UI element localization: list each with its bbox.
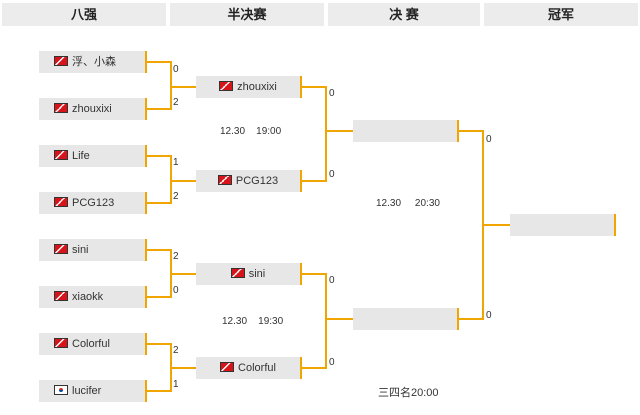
bracket-line: [302, 273, 327, 275]
player-name: sini: [248, 268, 266, 280]
qf-slot-5[interactable]: sini: [39, 239, 147, 261]
player-name: sini: [72, 244, 89, 256]
qf-slot-6[interactable]: xiaokk: [39, 286, 147, 308]
china-flag-icon: [230, 268, 245, 279]
header-champion: 冠军: [484, 3, 638, 26]
player-name: PCG123: [235, 175, 279, 187]
bracket-line: [170, 367, 196, 369]
sf-score: 0: [329, 169, 335, 180]
bracket-line: [147, 249, 172, 251]
qf-score: 0: [173, 285, 179, 296]
qf-score: 2: [173, 345, 179, 356]
china-flag-icon: [217, 175, 232, 186]
qf-score: 2: [173, 97, 179, 108]
third-place-time: 三四名20:00: [378, 387, 439, 399]
champion-slot[interactable]: [510, 214, 616, 236]
bracket-line: [147, 202, 172, 204]
bracket-line: [147, 343, 172, 345]
sf-score: 0: [329, 275, 335, 286]
china-flag-icon: [54, 150, 68, 161]
final-time: 12.30 20:30: [376, 198, 440, 209]
bracket-line: [170, 155, 172, 204]
sf-slot-2[interactable]: PCG123: [196, 170, 302, 192]
final-score: 0: [486, 134, 492, 145]
bracket-line: [325, 130, 353, 132]
bracket-line: [170, 273, 196, 275]
qf-slot-7[interactable]: Colorful: [39, 333, 147, 355]
semifinal-time-top: 12.30 19:00: [220, 126, 282, 137]
sf-slot-4[interactable]: Colorful: [196, 357, 302, 379]
qf-score: 1: [173, 157, 179, 168]
bracket-line: [459, 318, 484, 320]
bracket-line: [170, 61, 172, 110]
player-name: lucifer: [72, 385, 102, 397]
china-flag-icon: [54, 197, 68, 208]
header-final: 决 赛: [328, 3, 480, 26]
player-name: PCG123: [72, 197, 115, 209]
bracket-line: [325, 273, 327, 369]
china-flag-icon: [220, 362, 235, 373]
sf-score: 0: [329, 357, 335, 368]
china-flag-icon: [54, 291, 68, 302]
header-quarterfinals: 八强: [2, 3, 166, 26]
qf-score: 2: [173, 191, 179, 202]
player-name: Colorful: [72, 338, 110, 350]
header-semifinals: 半决赛: [170, 3, 324, 26]
china-flag-icon: [54, 103, 68, 114]
bracket-line: [147, 61, 172, 63]
bracket-line: [302, 367, 327, 369]
player-name: zhouxixi: [237, 81, 277, 93]
korea-flag-icon: [54, 385, 68, 396]
china-flag-icon: [219, 81, 234, 92]
final-score: 0: [486, 310, 492, 321]
qf-score: 1: [173, 379, 179, 390]
bracket-line: [170, 86, 196, 88]
bracket-line: [147, 108, 172, 110]
qf-slot-1[interactable]: 浮、小森: [39, 51, 147, 73]
semifinal-time-bottom: 12.30 19:30: [222, 316, 284, 327]
sf-score: 0: [329, 88, 335, 99]
china-flag-icon: [54, 56, 68, 67]
sf-slot-3[interactable]: sini: [196, 263, 302, 285]
china-flag-icon: [54, 244, 68, 255]
qf-score: 2: [173, 251, 179, 262]
final-slot-1[interactable]: [353, 120, 459, 142]
qf-score: 0: [173, 64, 179, 75]
qf-slot-2[interactable]: zhouxixi: [39, 98, 147, 120]
bracket-line: [147, 155, 172, 157]
player-name: 浮、小森: [72, 56, 116, 68]
bracket-line: [302, 86, 327, 88]
qf-slot-4[interactable]: PCG123: [39, 192, 147, 214]
qf-slot-8[interactable]: lucifer: [39, 380, 147, 402]
player-name: zhouxixi: [72, 103, 112, 115]
bracket-line: [459, 130, 484, 132]
qf-slot-3[interactable]: Life: [39, 145, 147, 167]
bracket-line: [170, 180, 196, 182]
china-flag-icon: [54, 338, 68, 349]
sf-slot-1[interactable]: zhouxixi: [196, 76, 302, 98]
bracket-line: [482, 224, 510, 226]
player-name: Life: [72, 150, 90, 162]
bracket-line: [147, 390, 172, 392]
bracket-line: [302, 180, 327, 182]
bracket-line: [325, 86, 327, 182]
player-name: Colorful: [238, 362, 276, 374]
player-name: xiaokk: [72, 291, 104, 303]
bracket-line: [147, 296, 172, 298]
bracket-line: [325, 318, 353, 320]
final-slot-2[interactable]: [353, 308, 459, 330]
